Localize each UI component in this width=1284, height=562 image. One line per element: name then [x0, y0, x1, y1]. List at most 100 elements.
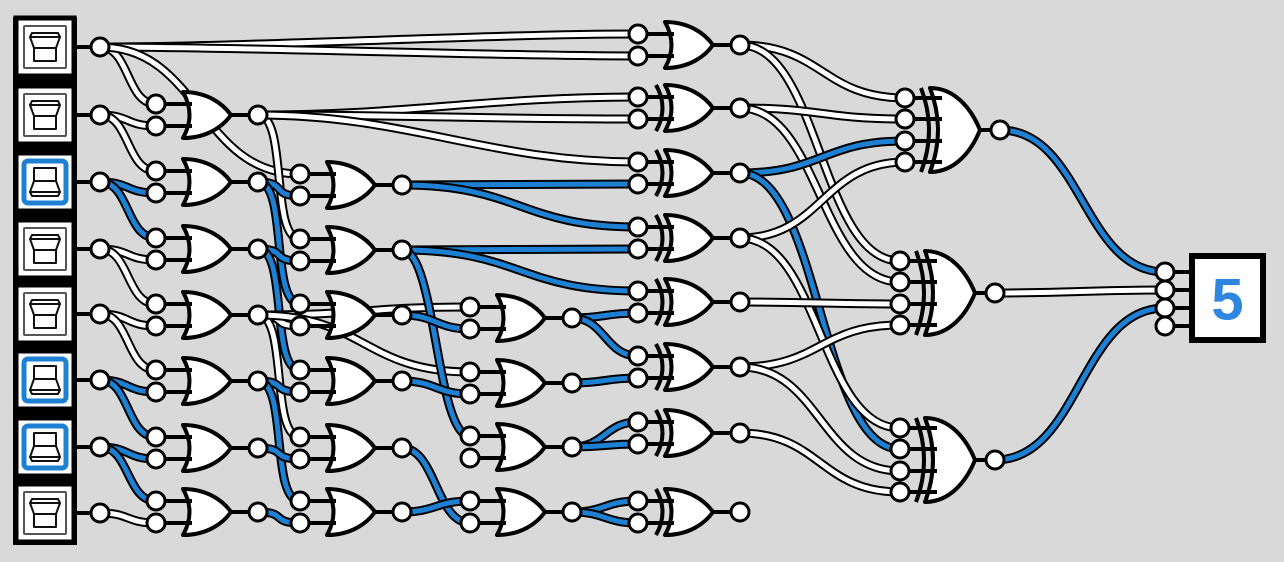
input-switch-4-off[interactable] [13, 217, 100, 281]
wire-junction [627, 216, 649, 238]
wire-junction [894, 108, 916, 130]
or-gate-body [325, 423, 377, 473]
gate-X2-xor2 [638, 148, 740, 198]
wire-junction [894, 151, 916, 173]
input-switch-3-on[interactable] [13, 150, 100, 214]
wire-X6.o-to-R3.i3-off [735, 428, 905, 497]
switch-rocker-icon [29, 100, 61, 130]
input-switch-7-on[interactable] [13, 415, 100, 479]
wire-junction [894, 130, 916, 152]
switch-rocker-icon [29, 365, 61, 395]
wire-junction [627, 490, 649, 512]
wire-junction [289, 359, 311, 381]
wire-junction [729, 501, 751, 523]
wire-junction [889, 271, 911, 293]
xor-back-arc [654, 84, 665, 132]
wire-core [737, 42, 903, 264]
input-switch-5-off[interactable] [13, 282, 100, 346]
wire-junction [459, 447, 481, 469]
wire-junction [459, 383, 481, 405]
wire-junction [145, 490, 167, 512]
or-gate-body [663, 20, 715, 70]
xor-back-arc [654, 343, 665, 391]
wire-junction [247, 238, 269, 260]
wire-X2.o-to-R1.i2-on [735, 136, 910, 178]
wire-junction [289, 250, 311, 272]
or-gate-body [495, 487, 547, 537]
wire-junction [627, 23, 649, 45]
wire-junction [459, 361, 481, 383]
input-switch-2-off[interactable] [13, 83, 100, 147]
wire-core [992, 287, 1168, 296]
wire-junction [289, 228, 311, 250]
wire-junction [459, 296, 481, 318]
wire-junction [729, 97, 751, 119]
input-switch-1-off[interactable] [13, 15, 100, 79]
wire-junction [89, 436, 111, 458]
switch-rocker-icon [29, 432, 61, 462]
wire-junction [627, 345, 649, 367]
wire-junction [889, 438, 911, 460]
or-gate-body [495, 293, 547, 343]
wire-junction [1154, 297, 1176, 319]
wire-junction [89, 369, 111, 391]
switch-rocker-icon [29, 234, 61, 264]
wire-junction [1154, 315, 1176, 337]
wire-junction [145, 512, 167, 534]
wire-junction [289, 426, 311, 448]
wire-core [399, 247, 641, 294]
wire-junction [145, 448, 167, 470]
or-gate-body [325, 225, 377, 275]
wire-core [992, 305, 1168, 463]
xor-gate-body [663, 148, 715, 198]
or-gate-body [181, 157, 233, 207]
gate-R3-xor4 [900, 416, 995, 504]
xor-gate-body [663, 213, 715, 263]
wire-core [255, 112, 641, 165]
wire-junction [889, 417, 911, 439]
wire-junction [145, 160, 167, 182]
wire-X4.o-to-R2.i2-off [735, 297, 905, 309]
wire-junction [889, 481, 911, 503]
wire-junction [391, 304, 413, 326]
wire-junction [89, 36, 111, 58]
gate-X0-or2 [638, 20, 740, 70]
wire-junction [145, 293, 167, 315]
wire-junction [729, 356, 751, 378]
wire-core [737, 170, 903, 452]
wire-junction [247, 501, 269, 523]
wire-junction [247, 104, 269, 126]
switch-rocker-icon [29, 167, 61, 197]
input-switch-6-on[interactable] [13, 348, 100, 412]
gate-C3-or2 [470, 422, 572, 472]
wire-X0.o-to-R1.i0-off [735, 40, 910, 103]
wire-junction [627, 411, 649, 433]
wire-junction [289, 163, 311, 185]
display-box [1189, 253, 1266, 343]
wire-R2.o-to-D.i1-off [990, 285, 1170, 298]
or-gate-body [181, 90, 233, 140]
wire-junction [729, 162, 751, 184]
xor-gate-body [663, 487, 715, 537]
or-gate-body [325, 290, 377, 340]
wire-junction [289, 448, 311, 470]
wire-junction [561, 372, 583, 394]
wire-X5.o-to-R2.i3-off [735, 320, 905, 372]
wire-X5.o-to-R3.i2-off [735, 362, 905, 476]
wire-core [399, 247, 473, 439]
wire-junction [391, 370, 413, 392]
wire-junction [984, 449, 1006, 471]
wire-junction [89, 104, 111, 126]
wire-junction [889, 293, 911, 315]
xor-gate-body [663, 342, 715, 392]
wire-junction [561, 307, 583, 329]
wire-junction [145, 227, 167, 249]
wire-junction [145, 359, 167, 381]
xor-back-arc [654, 214, 665, 262]
gate-R1-xor4 [905, 86, 1000, 174]
wire-junction [1154, 279, 1176, 301]
wire-core [737, 235, 903, 431]
wire-junction [627, 151, 649, 173]
